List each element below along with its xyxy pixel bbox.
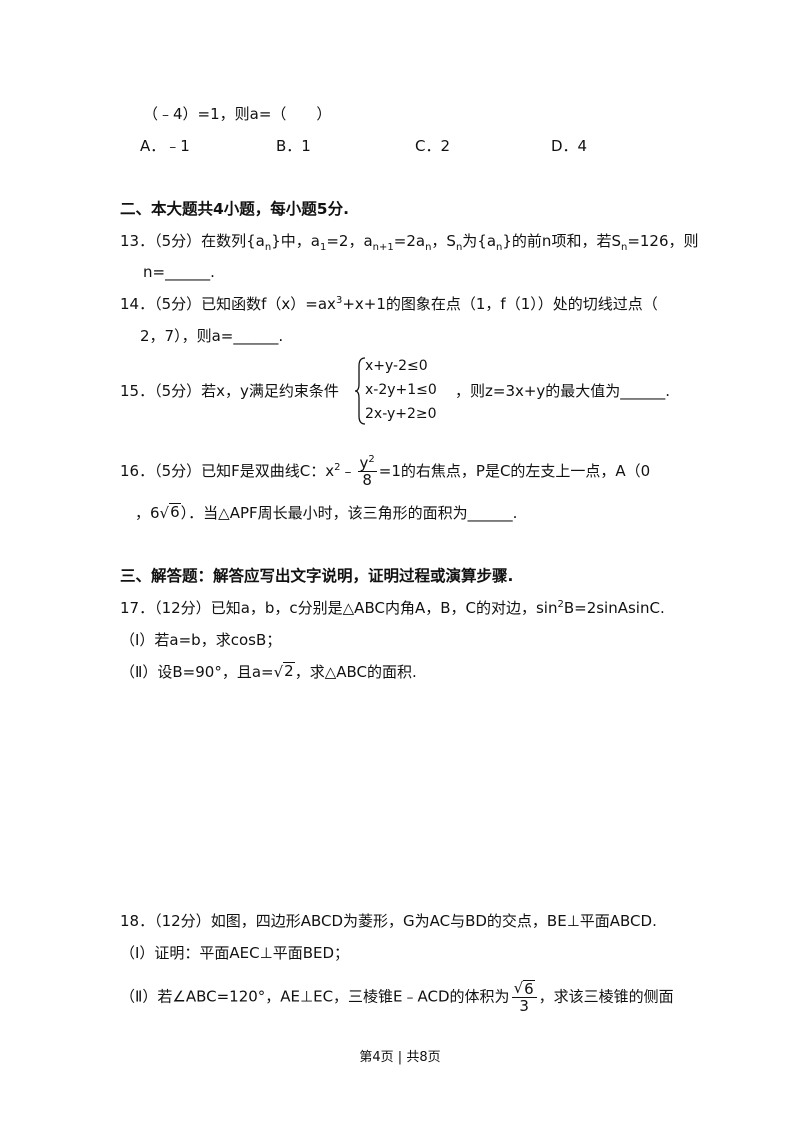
q13-number: 13． [120, 232, 155, 250]
sqrt-icon: √6 [513, 979, 535, 998]
q18-score: （12分） [154, 912, 211, 930]
q16-text: ﹣ [340, 462, 356, 480]
q16-number: 16． [120, 462, 155, 480]
q18-text: 如图，四边形ABCD为菱形，G为AC与BD的交点，BE⊥平面ABCD. [210, 912, 657, 930]
q13-text: }中，a [271, 232, 320, 250]
q13-sub: n+1 [372, 242, 394, 253]
q16-text: ）．当△APF周长最小时，该三角形的面积为______. [180, 504, 518, 522]
q16-sup: 2 [334, 462, 341, 473]
q13-text: 在数列{a [201, 232, 265, 250]
q13-sub: n [620, 242, 628, 253]
q13-text: =2a [393, 232, 426, 250]
q14-number: 14． [120, 295, 155, 313]
q15-line1a: 15．（5分）若x，y满足约束条件 [120, 381, 339, 401]
q16-sqrt-radicand: 6 [169, 503, 181, 521]
q16-text: 已知F是双曲线C：x [201, 462, 335, 480]
q13-text: =126，则 [627, 232, 699, 250]
q15-constraint-2: x-2y+1≤0 [365, 382, 437, 398]
q13-text: 为{a [462, 232, 497, 250]
sqrt-icon: √6 [159, 503, 181, 522]
q15-score: （5分） [154, 382, 202, 400]
q13-score: （5分） [154, 232, 202, 250]
q13-line1: 13．（5分）在数列{an}中，a1=2，an+1=2an，Sn为{an}的前n… [120, 231, 699, 253]
q14-score: （5分） [154, 295, 202, 313]
q12-option-d: D．4 [551, 137, 588, 155]
q16-text: ，6 [135, 504, 160, 522]
q15-text: 若x，y满足约束条件 [201, 382, 339, 400]
q12-option-a: A．﹣1 [140, 137, 190, 155]
q17-score: （12分） [154, 599, 211, 617]
q12-stem: （﹣4）=1，则a=（ ） [143, 105, 332, 123]
q15-constraint-1: x+y-2≤0 [365, 358, 428, 374]
q16-frac-num-sup: 2 [368, 454, 375, 465]
q18-frac-den: 3 [519, 997, 529, 1015]
q13-sub: n [496, 242, 503, 253]
q17-number: 17． [120, 599, 155, 617]
q14-line2: 2，7），则a=______. [140, 327, 284, 345]
q17-text: ，求△ABC的面积. [294, 663, 417, 681]
q14-line1: 14．（5分）已知函数f（x）=ax3+x+1的图象在点（1，f（1））处的切线… [120, 294, 658, 314]
q17-text: B=2sinAsinC. [563, 599, 665, 617]
q14-text: +x+1的图象在点（1，f（1））处的切线过点（ [342, 295, 658, 313]
q13-text: ，S [431, 232, 456, 250]
q18-number: 18． [120, 912, 155, 930]
q13-sub: 1 [319, 242, 327, 253]
q13-sub: n [425, 242, 432, 253]
q17-sup: 2 [557, 599, 564, 610]
q16-fraction: y2 8 [357, 454, 377, 489]
q15-constraint-3: 2x-y+2≥0 [365, 406, 437, 422]
q12-option-b: B．1 [276, 137, 311, 155]
q16-text: =1的右焦点，P是C的左支上一点，A（0 [378, 462, 651, 480]
q13-line2: n=______. [143, 263, 215, 281]
q17-sqrt-radicand: 2 [283, 662, 295, 680]
q17-line1: 17．（12分）已知a，b，c分别是△ABC内角A，B，C的对边，sin2B=2… [120, 598, 665, 618]
left-brace-icon [355, 357, 366, 425]
q12-option-c: C．2 [415, 137, 451, 155]
q16-frac-den: 8 [362, 471, 372, 489]
q15-constraint-system: x+y-2≤0 x-2y+1≤0 2x-y+2≥0 [355, 356, 450, 426]
q16-score: （5分） [154, 462, 202, 480]
q15-number: 15． [120, 382, 155, 400]
q16-frac-num: y [359, 454, 369, 472]
q14-sup: 3 [335, 295, 343, 306]
section2-title: 二、本大题共4小题，每小题5分. [120, 200, 349, 218]
q13-text: }的前n项和，若S [502, 232, 621, 250]
q13-text: =2，a [326, 232, 373, 250]
q18-text: ，求该三棱锥的侧面 [538, 987, 674, 1006]
q17-text: 已知a，b，c分别是△ABC内角A，B，C的对边，sin [210, 599, 558, 617]
page-footer: 第4页 | 共8页 [359, 1050, 441, 1065]
sqrt-icon: √2 [273, 662, 295, 681]
q17-part2: （Ⅱ）设B=90°，且a=√2，求△ABC的面积. [120, 662, 417, 682]
q13-sub: n [455, 242, 463, 253]
q17-part1: （Ⅰ）若a=b，求cosB； [120, 631, 282, 649]
q15-line1b: ，则z=3x+y的最大值为______. [455, 382, 671, 400]
q18-line1: 18．（12分）如图，四边形ABCD为菱形，G为AC与BD的交点，BE⊥平面AB… [120, 911, 657, 931]
q14-text: 已知函数f（x）=ax [201, 295, 336, 313]
q18-frac-num: 6 [523, 980, 535, 998]
q16-line2: ，6√6）．当△APF周长最小时，该三角形的面积为______. [135, 503, 517, 523]
q18-part1: （Ⅰ）证明：平面AEC⊥平面BED； [120, 944, 350, 962]
q18-text: （Ⅱ）若∠ABC=120°，AE⊥EC，三棱锥E﹣ACD的体积为 [120, 987, 510, 1006]
q13-sub: n [264, 242, 272, 253]
section3-title: 三、解答题：解答应写出文字说明，证明过程或演算步骤. [120, 567, 514, 585]
q17-text: （Ⅱ）设B=90°，且a= [120, 663, 274, 681]
